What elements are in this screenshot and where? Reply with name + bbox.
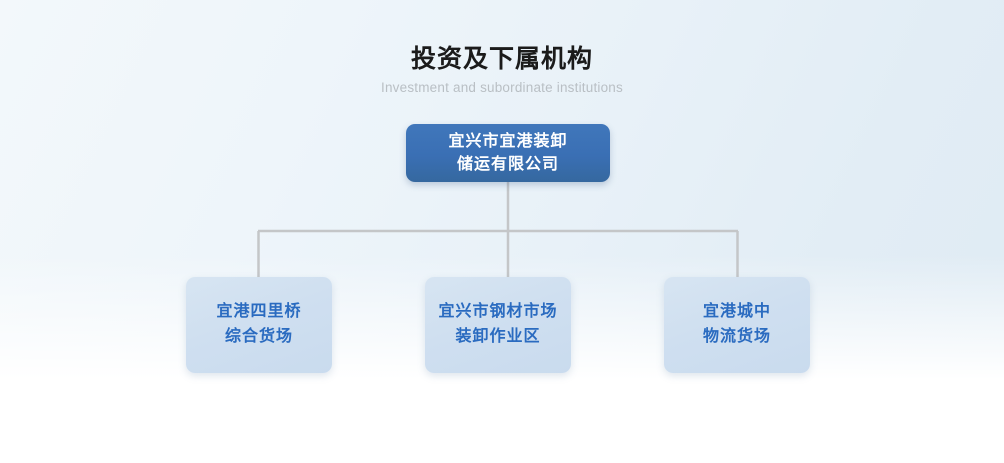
org-node-child-1-line-1: 宜港四里桥 (216, 303, 302, 321)
org-node-child-2-line-1: 宜兴市钢材市场 (438, 303, 558, 321)
org-node-child-3-line-1: 宜港城中 (702, 303, 771, 321)
org-node-child-3-line-2: 物流货场 (702, 328, 771, 345)
org-node-child-2-line-2: 装卸作业区 (455, 328, 541, 345)
org-node-child-3[interactable]: 宜港城中 物流货场 (664, 277, 810, 373)
org-node-child-1[interactable]: 宜港四里桥 综合货场 (186, 277, 332, 373)
org-node-root[interactable]: 宜兴市宜港装卸 储运有限公司 (406, 124, 610, 182)
org-node-child-2[interactable]: 宜兴市钢材市场 装卸作业区 (425, 277, 571, 373)
page-title: 投资及下属机构 (410, 45, 593, 73)
page-subtitle: Investment and subordinate institutions (381, 80, 623, 95)
org-node-child-1-line-2: 综合货场 (224, 328, 293, 345)
page-header: 投资及下属机构 Investment and subordinate insti… (0, 44, 1004, 95)
org-node-root-line-2: 储运有限公司 (456, 156, 559, 173)
org-node-root-line-1: 宜兴市宜港装卸 (448, 132, 568, 150)
